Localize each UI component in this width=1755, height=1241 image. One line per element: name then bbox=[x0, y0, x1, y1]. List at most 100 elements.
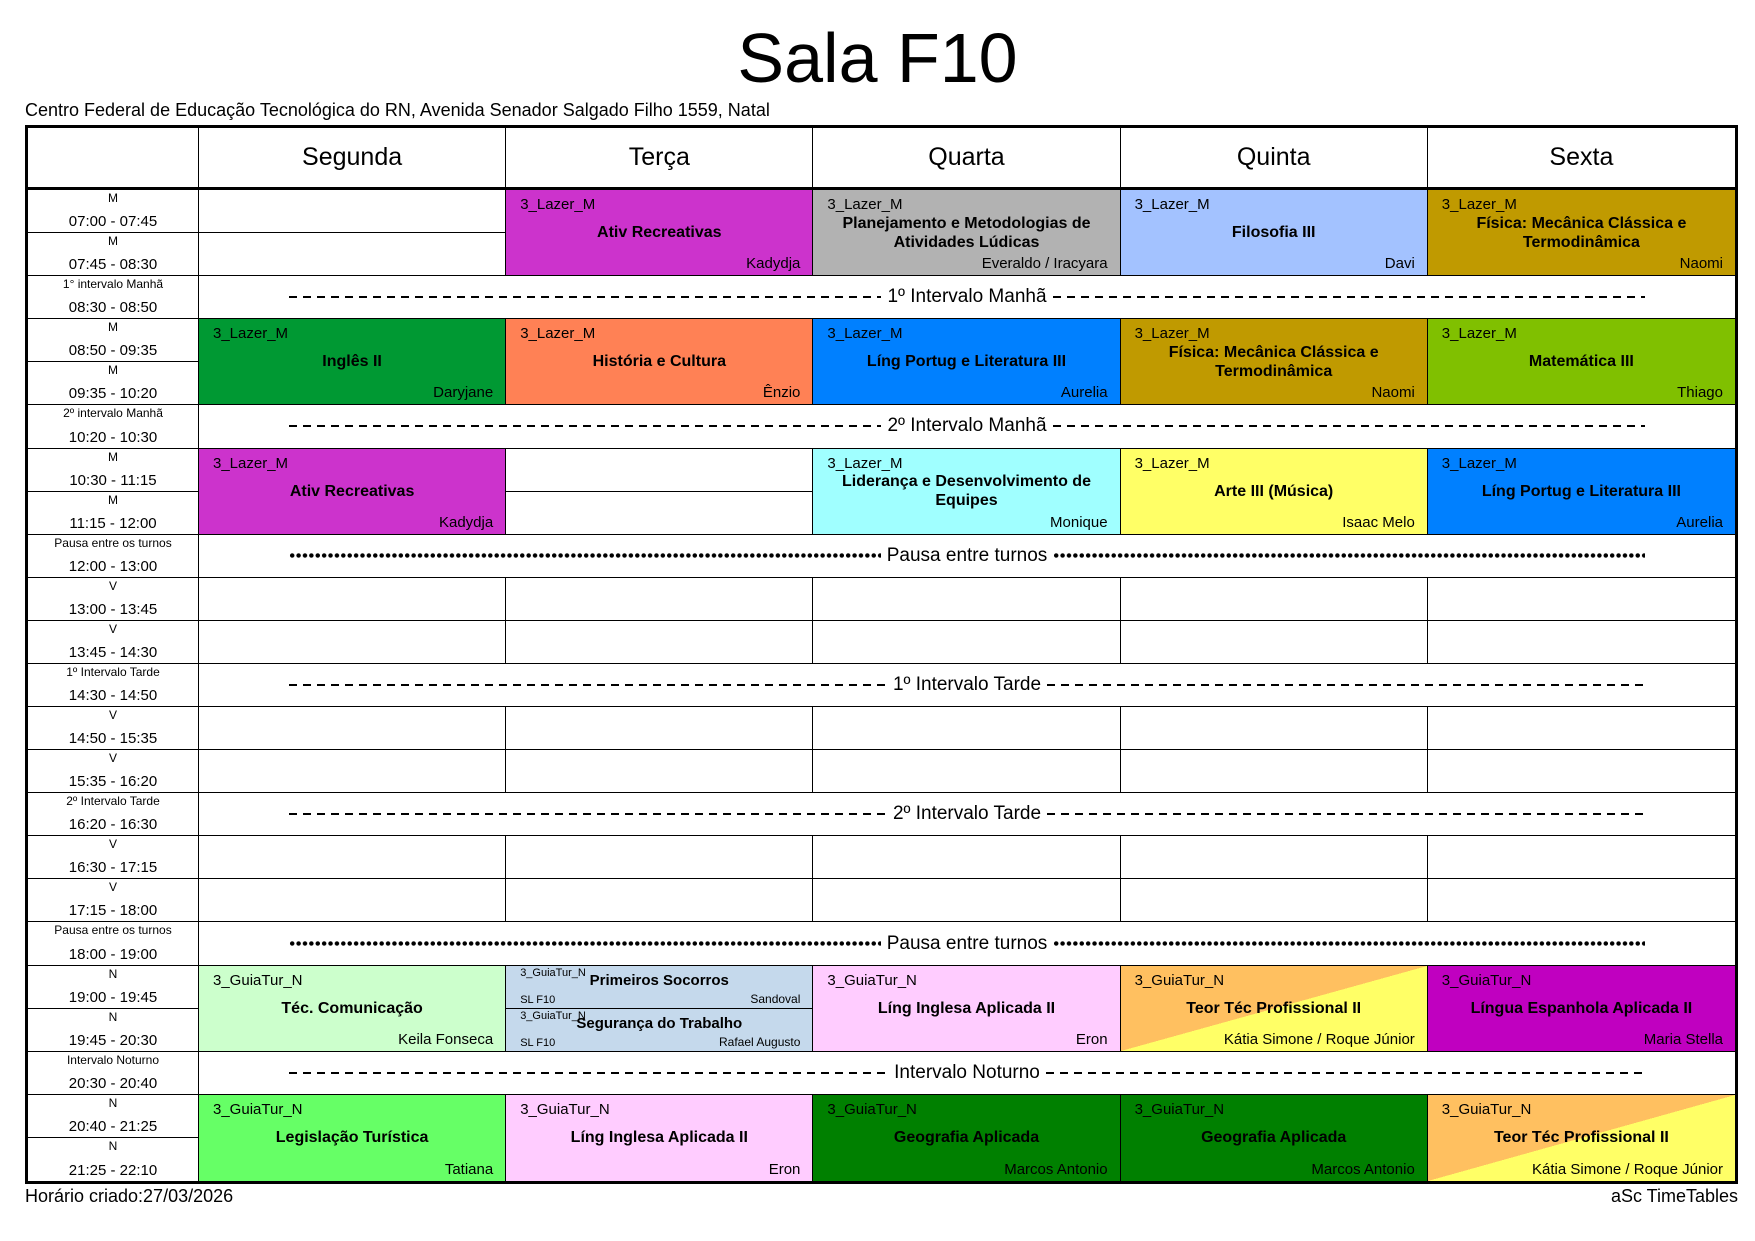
empty-slot[interactable] bbox=[506, 577, 814, 621]
empty-slot[interactable] bbox=[813, 620, 1121, 664]
class-group: 3_Lazer_M bbox=[827, 454, 903, 472]
empty-slot[interactable] bbox=[199, 836, 507, 880]
period-name: M bbox=[108, 234, 118, 249]
empty-slot[interactable] bbox=[1427, 707, 1735, 751]
class-group: 3_GuiaTur_N bbox=[213, 1100, 303, 1118]
period-time: 17:15 - 18:00 bbox=[68, 902, 158, 920]
empty-slot[interactable] bbox=[1427, 750, 1735, 794]
class-group: 3_Lazer_M bbox=[1134, 196, 1210, 213]
day-header: Quarta bbox=[813, 128, 1121, 190]
empty-slot[interactable] bbox=[1427, 578, 1735, 621]
teacher-name: Kadydja bbox=[438, 513, 494, 531]
empty-slot[interactable] bbox=[1120, 836, 1428, 880]
subject-name: Segurança do Trabalho bbox=[576, 1014, 743, 1032]
empty-slot[interactable] bbox=[199, 620, 507, 664]
break-row: Intervalo Noturno bbox=[199, 1052, 1735, 1095]
separator-line bbox=[289, 425, 882, 428]
teacher-name: Daryjane bbox=[433, 384, 494, 402]
subject-name: Matemática III bbox=[1528, 353, 1634, 371]
teacher-name: Marcos Antonio bbox=[1311, 1160, 1415, 1178]
teacher-name: Sandoval bbox=[750, 991, 801, 1006]
teacher-name: Maria Stella bbox=[1643, 1030, 1723, 1048]
subject-name: Líng Portug e Literatura III bbox=[866, 353, 1067, 371]
empty-slot[interactable] bbox=[1427, 879, 1735, 923]
subject-name: Líng Inglesa Aplicada II bbox=[877, 999, 1056, 1017]
period-time: 10:30 - 11:15 bbox=[69, 471, 157, 489]
break-row: Pausa entre turnos bbox=[199, 535, 1735, 578]
teacher-name: Keila Fonseca bbox=[398, 1030, 494, 1048]
empty-slot[interactable] bbox=[506, 750, 814, 794]
period-name: V bbox=[108, 880, 117, 895]
empty-slot[interactable] bbox=[1427, 836, 1735, 880]
break-row: 2º Intervalo Manhã bbox=[199, 405, 1735, 449]
subject-name: Téc. Comunicação bbox=[281, 999, 423, 1017]
empty-slot[interactable] bbox=[506, 491, 814, 535]
period-name: 1º Intervalo Tarde bbox=[66, 664, 160, 679]
empty-slot[interactable] bbox=[1120, 707, 1428, 751]
period-name: M bbox=[108, 449, 118, 464]
empty-slot[interactable] bbox=[813, 836, 1121, 880]
period-name: Intervalo Noturno bbox=[66, 1052, 160, 1067]
empty-slot[interactable] bbox=[506, 448, 814, 492]
separator-line bbox=[1045, 1071, 1645, 1074]
empty-slot[interactable] bbox=[1427, 621, 1735, 664]
period-name: M bbox=[108, 320, 118, 335]
empty-slot[interactable] bbox=[506, 879, 814, 923]
empty-slot[interactable] bbox=[813, 750, 1121, 794]
empty-slot[interactable] bbox=[1120, 577, 1428, 621]
empty-slot[interactable] bbox=[199, 190, 507, 234]
empty-slot[interactable] bbox=[1120, 879, 1428, 923]
period-time: 20:40 - 21:25 bbox=[68, 1117, 158, 1135]
break-label: 1º Intervalo Manhã bbox=[887, 286, 1047, 308]
empty-slot[interactable] bbox=[199, 233, 507, 277]
empty-slot[interactable] bbox=[199, 750, 507, 794]
empty-slot[interactable] bbox=[813, 577, 1121, 621]
empty-slot[interactable] bbox=[199, 707, 507, 751]
empty-slot[interactable] bbox=[506, 620, 814, 664]
empty-slot[interactable] bbox=[199, 879, 507, 923]
empty-slot[interactable] bbox=[506, 836, 814, 880]
empty-slot[interactable] bbox=[813, 707, 1121, 751]
teacher-name: Marcos Antonio bbox=[1004, 1160, 1108, 1178]
subject-name: História e Cultura bbox=[592, 353, 726, 371]
empty-slot[interactable] bbox=[1120, 750, 1428, 794]
subject-name: Primeiros Socorros bbox=[589, 971, 729, 989]
separator-line bbox=[1047, 683, 1645, 686]
subject-name: Ativ Recreativas bbox=[289, 482, 415, 500]
empty-slot[interactable] bbox=[1120, 620, 1428, 664]
empty-slot[interactable] bbox=[199, 577, 507, 621]
empty-slot[interactable] bbox=[506, 707, 814, 751]
empty-slot[interactable] bbox=[813, 879, 1121, 923]
separator-line bbox=[1053, 941, 1646, 947]
period-time: 18:00 - 19:00 bbox=[68, 945, 158, 963]
